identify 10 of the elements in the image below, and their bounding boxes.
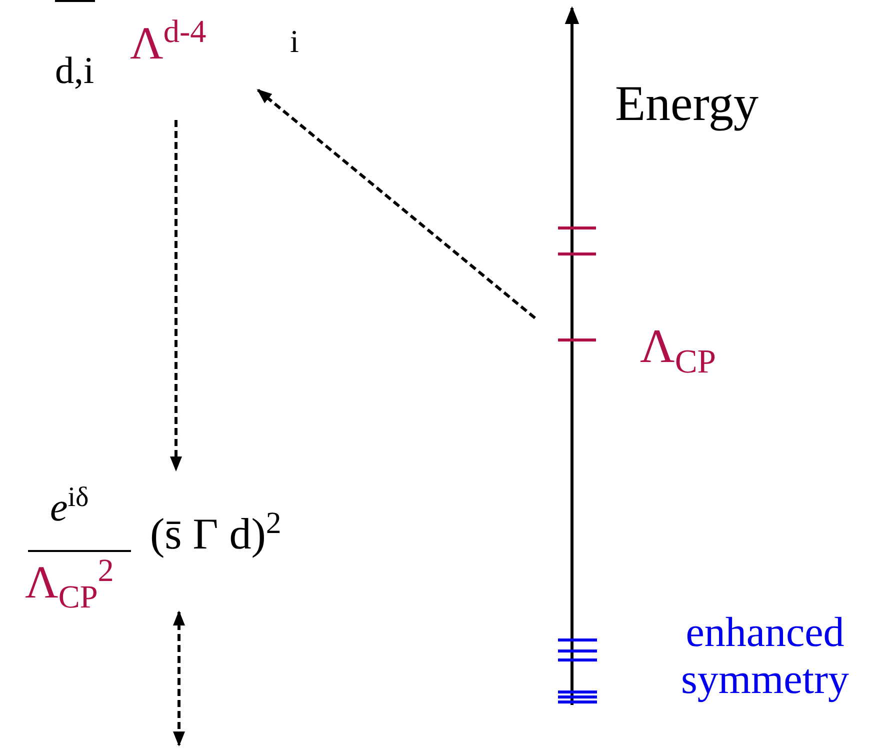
operator-term: (s̄ Γ d)$^{2}$: [150, 508, 282, 557]
dashed-arrow: [256, 88, 536, 320]
index-subscript: d,i: [55, 52, 94, 90]
double-arrow: [173, 610, 185, 746]
scale-term: Λ$^{d-4}$: [130, 15, 206, 66]
numerator: e$^{iδ}$: [50, 484, 89, 528]
dashed-arrow: [170, 120, 182, 472]
region-label: enhanced symmetry: [680, 610, 850, 704]
index-subscript: i: [290, 25, 299, 57]
scale-label: Λ$_{CP}$: [640, 323, 716, 380]
